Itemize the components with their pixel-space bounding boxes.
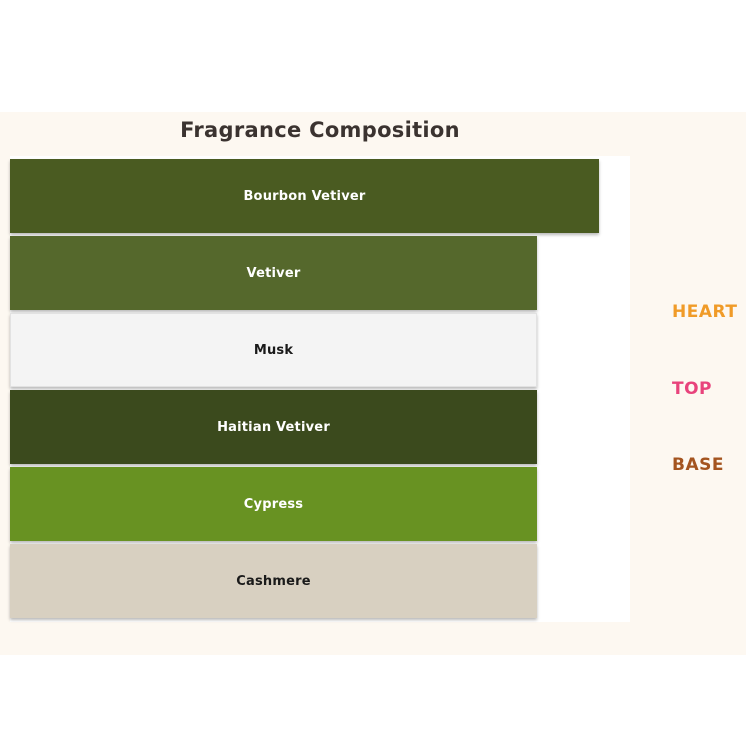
chart-title: Fragrance Composition	[180, 118, 460, 142]
bar-cypress: Cypress	[10, 467, 537, 541]
bar-cashmere: Cashmere	[10, 544, 537, 618]
bar-haitian-vetiver: Haitian Vetiver	[10, 390, 537, 464]
bar-label: Musk	[253, 342, 294, 358]
bar-label: Cashmere	[236, 573, 311, 589]
bar-vetiver: Vetiver	[10, 236, 537, 310]
bar-musk: Musk	[10, 313, 537, 387]
bar-label: Cypress	[243, 496, 304, 512]
bar-label: Vetiver	[246, 265, 301, 281]
bar-label: Bourbon Vetiver	[243, 188, 366, 204]
bar-bourbon-vetiver: Bourbon Vetiver	[10, 159, 599, 233]
bar-label: Haitian Vetiver	[217, 419, 330, 435]
